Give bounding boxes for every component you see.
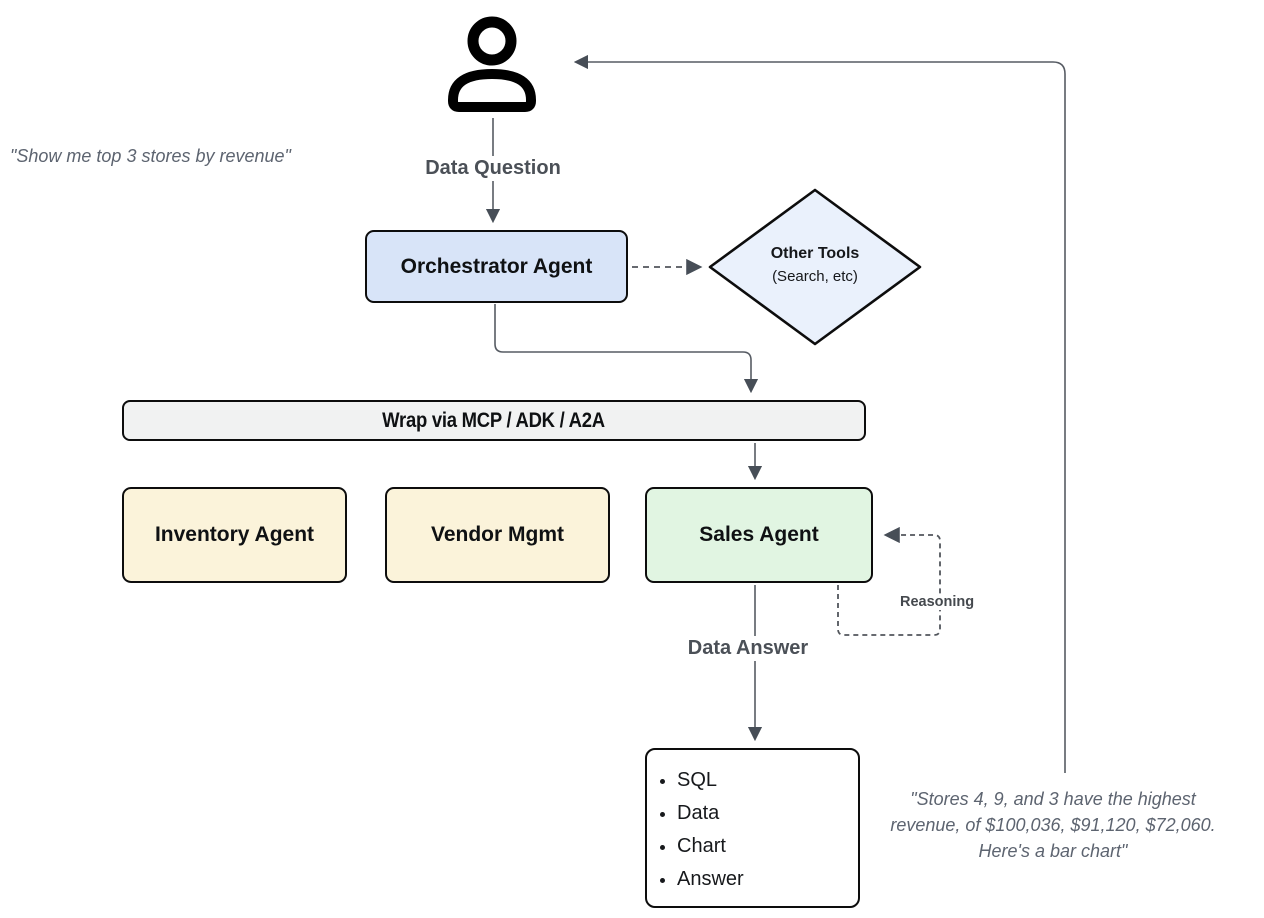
agent-answer-quote: "Stores 4, 9, and 3 have the highest rev… [890,789,1216,861]
edge-orchestrator-to-wrap [494,304,759,394]
vendor-mgmt-label: Vendor Mgmt [430,523,564,546]
output-item-answer: Answer [677,866,744,892]
wrap-protocol-bar: Wrap via MCP / ADK / A2A [122,400,866,441]
output-item-data: Data [677,800,744,826]
vendor-mgmt-node: Vendor Mgmt [385,487,610,583]
data-question-label: Data Question [418,156,568,181]
sales-agent-label: Sales Agent [699,523,819,546]
other-tools-title: Other Tools [770,245,860,262]
output-item-sql: SQL [677,767,744,793]
user-icon [448,16,536,112]
other-tools-label: Other Tools (Search, etc) [735,242,895,288]
sales-agent-node: Sales Agent [645,487,873,583]
wrap-protocol-label: Wrap via MCP / ADK / A2A [382,408,606,432]
orchestrator-agent-label: Orchestrator Agent [400,254,593,278]
inventory-agent-label: Inventory Agent [154,523,315,546]
inventory-agent-node: Inventory Agent [122,487,347,583]
other-tools-subtitle: (Search, etc) [772,268,858,285]
orchestrator-agent-node: Orchestrator Agent [365,230,628,303]
user-question-quote: "Show me top 3 stores by revenue" [10,146,291,166]
output-item-chart: Chart [677,833,744,859]
reasoning-label: Reasoning [897,594,978,610]
output-list: SQL Data Chart Answer [655,760,744,899]
output-box: SQL Data Chart Answer [645,748,860,908]
data-answer-label: Data Answer [680,636,816,661]
